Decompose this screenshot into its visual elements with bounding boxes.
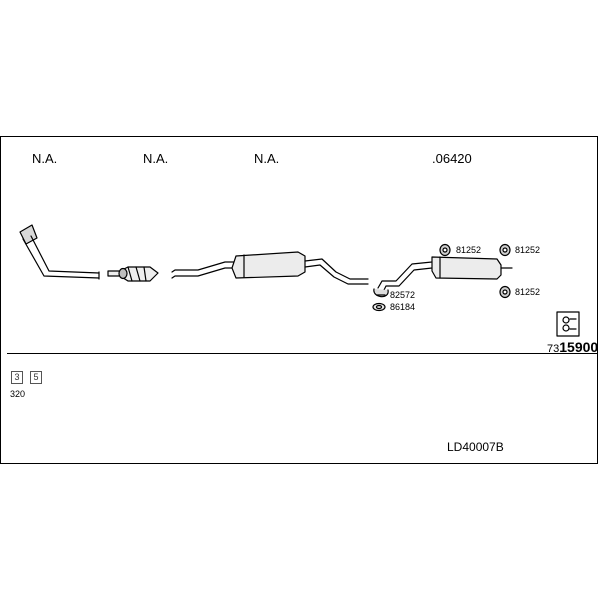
callout-81252-b: 81252: [515, 245, 541, 255]
label-front-pipe: N.A.: [32, 151, 58, 166]
part-number-prefix: 73: [547, 343, 560, 355]
legend-box-icon: 5: [30, 371, 42, 384]
drawing-code: LD40007B: [447, 440, 504, 454]
fitting-kit-icon: [556, 311, 580, 337]
callout-81252-c: 81252: [515, 287, 541, 297]
front-pipe-part: [19, 224, 100, 280]
legend-box-1-label: 3: [14, 372, 20, 382]
label-rear-muffler: .06420: [432, 151, 472, 166]
hanger-81252-a: [439, 243, 451, 257]
part-number-main: 15900: [559, 339, 599, 355]
label-catalyst: N.A.: [143, 151, 169, 166]
clamp-82572: [373, 288, 389, 298]
callout-81252-a: 81252: [456, 245, 482, 255]
legend-box-2-label: 5: [33, 372, 39, 382]
rear-pipe-part: [377, 256, 513, 293]
middle-pipe-part: [171, 251, 369, 285]
legend-box-icon: 3: [11, 371, 23, 384]
catalyst-part: [107, 266, 159, 282]
part-number: 7315900: [547, 339, 598, 355]
hanger-81252-b: [499, 243, 511, 257]
gasket-86184: [372, 302, 386, 312]
label-center-muffler: N.A.: [254, 151, 280, 166]
divider-line: [7, 353, 598, 354]
diagram-frame: [0, 136, 598, 464]
legend-value: 320: [10, 389, 26, 399]
callout-82572: 82572: [390, 290, 416, 300]
callout-86184: 86184: [390, 302, 416, 312]
hanger-81252-c: [499, 285, 511, 299]
